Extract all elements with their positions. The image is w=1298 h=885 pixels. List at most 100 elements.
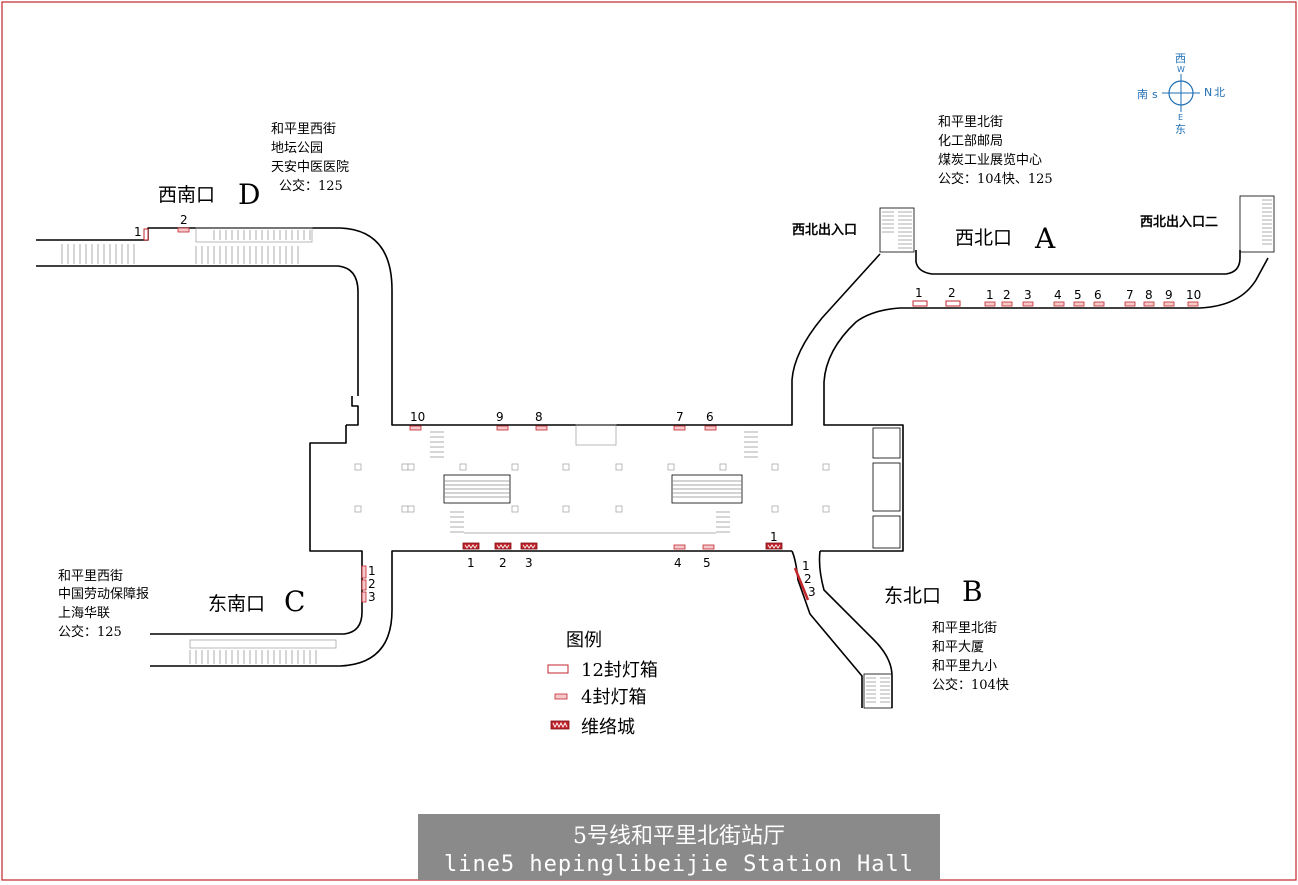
lightbox-c-1 — [361, 565, 367, 579]
exit-a-label: 5 — [1074, 288, 1082, 302]
lightbox-hall-5 — [702, 544, 715, 550]
4-panel-lightbox-icon — [554, 693, 568, 700]
exit-a-label: 3 — [1024, 288, 1032, 302]
hall-top-label: 8 — [535, 410, 543, 424]
exit-c-info: 中国劳动保障报 — [58, 586, 149, 602]
exit-c-letter: C — [284, 585, 305, 618]
legend: 图例 12封灯箱 4封灯箱 维络城 — [547, 630, 658, 738]
hall-stair-left — [430, 431, 464, 533]
exit-a-label: 2 — [1003, 288, 1011, 302]
escalator-left — [443, 474, 511, 504]
exit-a-letter: A — [1034, 222, 1056, 255]
compass-south: 南 — [1137, 88, 1148, 101]
lightbox-a-12-1 — [912, 300, 928, 307]
exit-d-label: 2 — [180, 213, 188, 227]
exit-a-label: 4 — [1054, 288, 1062, 302]
exit-a-passage: 1 2 1 2 3 4 5 6 7 8 9 10 — [791, 195, 1275, 410]
hall-top-label: 7 — [676, 410, 684, 424]
exit-b-info: 和平大厦 — [932, 640, 984, 655]
hall-bottom-label: 5 — [703, 556, 711, 570]
exit-b-label: 2 — [804, 572, 812, 586]
legend-item-label: 4封灯箱 — [581, 687, 646, 708]
vigour-city-kiosk-3 — [520, 542, 538, 550]
exit-a-label: 1 — [986, 288, 994, 302]
exit-d-letter: D — [238, 178, 260, 211]
exit-c-label: 2 — [368, 577, 376, 591]
lightbox-hall-10 — [409, 425, 422, 431]
compass-west: 西 — [1175, 52, 1186, 65]
compass-s: s — [1152, 88, 1158, 101]
vigour-city-kiosk-2 — [494, 542, 512, 550]
lightbox-a-12-2 — [945, 300, 961, 307]
exit-b-letter: B — [962, 575, 983, 608]
vigour-city-icon — [550, 720, 570, 730]
compass-n: N — [1204, 86, 1212, 99]
legend-item-label: 12封灯箱 — [581, 660, 658, 681]
exit-b-info: 公交：104快 — [932, 677, 1009, 693]
exit-a-label: 1 — [915, 286, 923, 300]
hall-stair-right — [716, 431, 758, 533]
exit-d-info: 公交：125 — [279, 178, 343, 194]
lightbox-c-2 — [361, 579, 367, 591]
exit-d-info: 和平里西街 — [271, 122, 336, 137]
exit-c-label: 3 — [368, 590, 376, 604]
exit-c-info: 和平里西街 — [58, 569, 123, 584]
compass-north: 北 — [1214, 86, 1225, 99]
hall-top-label: 6 — [706, 410, 714, 424]
exit-a-label: 10 — [1186, 288, 1201, 302]
exit-c-passage: 1 2 3 — [150, 564, 393, 667]
lightbox-hall-6 — [704, 425, 717, 431]
exit-c-name: 东南口 — [208, 593, 265, 615]
exit-d-passage: 1 2 — [36, 213, 393, 396]
station-hall: 10 9 8 7 6 1 2 3 4 5 1 — [309, 396, 904, 570]
compass-e: E — [1178, 113, 1183, 122]
hall-top-label: 10 — [410, 410, 425, 424]
legend-title: 图例 — [566, 630, 602, 651]
exit-b-info: 和平里北街 — [932, 621, 997, 636]
exit-b-label: 3 — [808, 585, 816, 599]
exit-a-name: 西北口 — [955, 227, 1012, 249]
compass-w: W — [1177, 65, 1185, 74]
exit-a-label: 8 — [1145, 288, 1153, 302]
exit-a-label: 2 — [948, 286, 956, 300]
escalator-right — [671, 474, 743, 504]
exit-b-name: 东北口 — [884, 585, 941, 607]
title-banner: 5号线和平里北街站厅 line5 hepinglibeijie Station … — [418, 814, 940, 880]
lightbox-hall-9 — [496, 425, 509, 431]
exit-c-info: 上海华联 — [58, 606, 110, 621]
12-panel-lightbox-icon — [547, 664, 569, 674]
exit-a-label: 6 — [1094, 288, 1102, 302]
hall-top-label: 9 — [496, 410, 504, 424]
compass: 西 W 南 s N 北 E 东 — [1137, 52, 1225, 136]
exit-a-side-left: 西北出入口 — [792, 222, 857, 238]
exit-a-label: 9 — [1165, 288, 1173, 302]
exit-d-label: 1 — [134, 225, 142, 239]
exit-b-passage: 1 2 3 — [791, 550, 893, 709]
exit-b-label: 1 — [802, 559, 810, 573]
lightbox-hall-8 — [535, 425, 548, 431]
hall-bottom-label: 2 — [499, 556, 507, 570]
title-chinese: 5号线和平里北街站厅 — [573, 824, 785, 849]
exit-a-info: 和平里北街 — [938, 115, 1003, 130]
exit-a-info: 煤炭工业展览中心 — [938, 152, 1042, 168]
hall-bottom-label: 1 — [467, 556, 475, 570]
hall-bottom-label: 4 — [674, 556, 682, 570]
hall-bottom-label: 1 — [770, 530, 778, 544]
exit-c-label: 1 — [368, 564, 376, 578]
lightbox-hall-4 — [673, 544, 686, 550]
vigour-city-kiosk-b1 — [765, 542, 783, 550]
exit-d-info: 地坛公园 — [271, 141, 323, 156]
exit-d-name: 西南口 — [158, 184, 215, 206]
exit-a-info: 化工部邮局 — [938, 134, 1003, 149]
exit-b-info: 和平里九小 — [932, 659, 997, 674]
lightbox-d-2 — [177, 227, 190, 233]
hall-columns — [354, 463, 830, 513]
exit-a-side-right: 西北出入口二 — [1140, 214, 1218, 230]
compass-east: 东 — [1175, 123, 1186, 136]
exit-a-info: 公交：104快、125 — [938, 171, 1053, 187]
title-english: line5 hepinglibeijie Station Hall — [443, 852, 915, 877]
lightbox-hall-7 — [673, 425, 686, 431]
hall-bottom-label: 3 — [525, 556, 533, 570]
